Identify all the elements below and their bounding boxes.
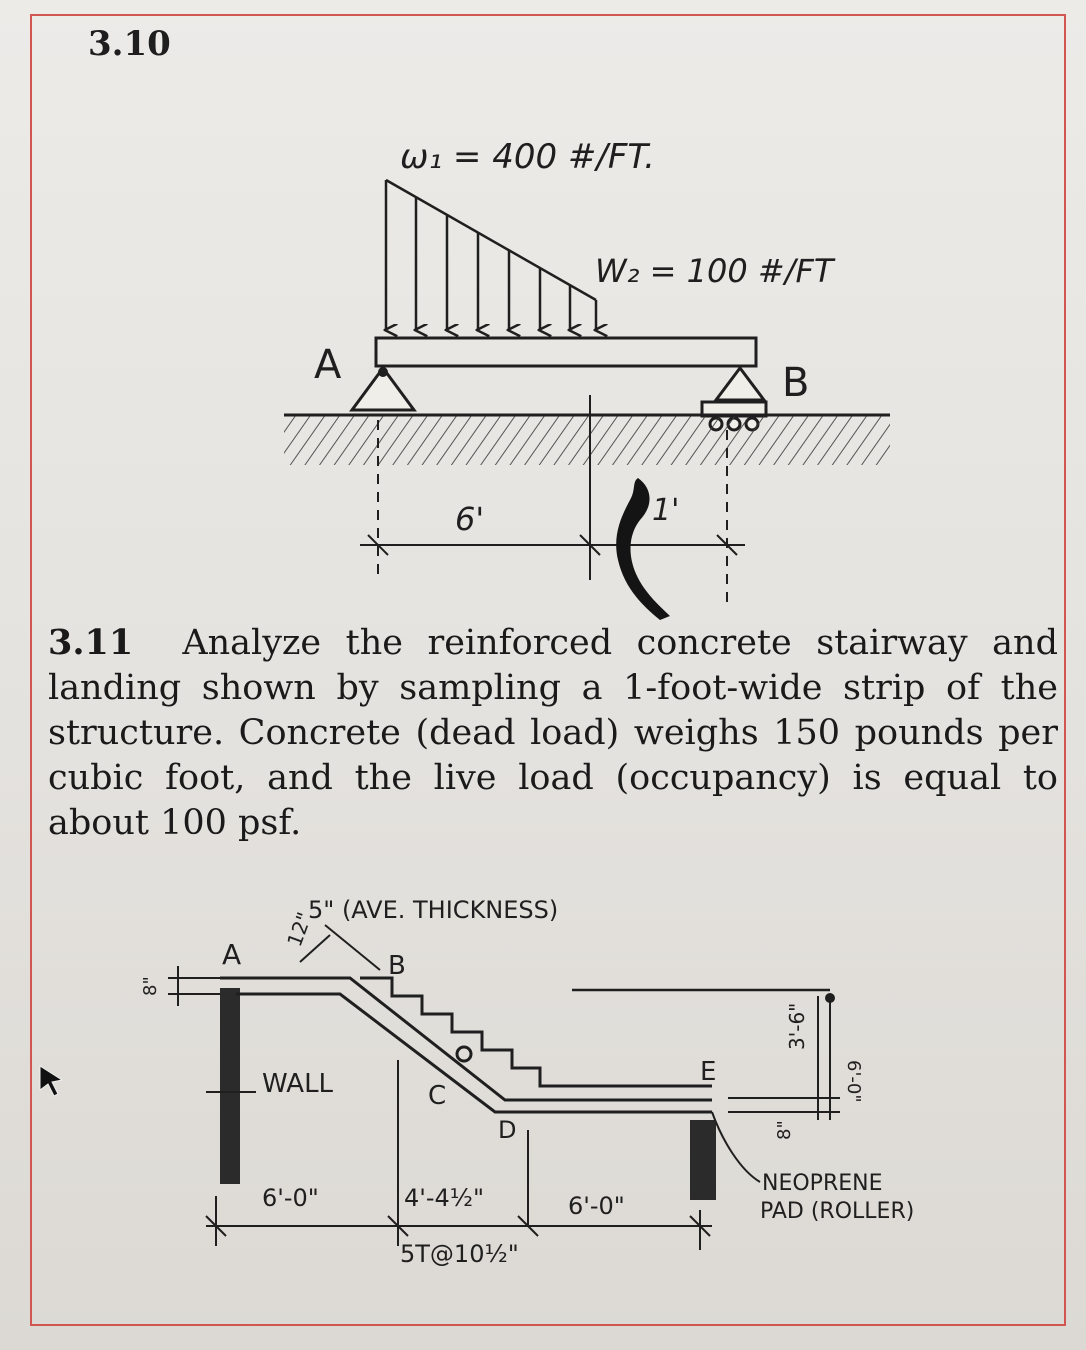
- dim-6-rev: 6'-0": [843, 1060, 864, 1103]
- ground-hatch: [284, 415, 890, 465]
- problem-border: [30, 14, 1066, 1326]
- dim-left: 6'-0": [262, 1184, 319, 1212]
- dim-8-right: 8": [774, 1120, 795, 1140]
- problem-3-11-text: 3.11 Analyze the reinforced concrete sta…: [48, 620, 1058, 846]
- problem-number-3-10: 3.10: [88, 24, 171, 64]
- label-c-311: C: [428, 1081, 446, 1111]
- support-pier: [690, 1120, 716, 1200]
- label-d-311: D: [498, 1116, 516, 1144]
- dim-right: 6'-0": [568, 1192, 625, 1220]
- right-dimensions: [728, 993, 840, 1120]
- w2-load-label: W₂ = 100 #/FT: [595, 252, 836, 290]
- pad-leader: [711, 1111, 761, 1183]
- neoprene-label-1: NEOPRENE: [762, 1171, 882, 1196]
- label-e-311: E: [700, 1057, 716, 1087]
- pin-support-a: [349, 365, 417, 412]
- thickness-leader: [324, 924, 381, 971]
- label-b-310: B: [782, 360, 809, 406]
- label-b-311: B: [388, 951, 406, 981]
- label-a-310: A: [314, 342, 342, 388]
- beam: [374, 336, 758, 368]
- wall-label: WALL: [262, 1069, 334, 1099]
- w1-load-label: ω₁ = 400 #/FT.: [400, 137, 655, 177]
- hinge-c: [455, 1045, 473, 1063]
- problem-statement: Analyze the reinforced concrete stairway…: [48, 623, 1058, 843]
- dim-mid: 4'-4½": [404, 1184, 484, 1212]
- wall: [220, 988, 240, 1184]
- dim-3-6: 3'-6": [785, 1003, 809, 1050]
- span-1-ft: 1': [652, 493, 679, 528]
- problem-number-3-11: 3.11: [48, 622, 134, 663]
- thickness-note: 5" (AVE. THICKNESS): [308, 896, 558, 924]
- distributed-load-arrows: [386, 178, 596, 330]
- thickness-tick: [299, 934, 331, 963]
- neoprene-label-2: PAD (ROLLER): [760, 1199, 914, 1224]
- bottom-dimensions: [205, 1060, 712, 1250]
- label-a-311: A: [222, 938, 241, 971]
- pen-mark: [616, 478, 670, 620]
- top-thickness-dim: [168, 966, 228, 1006]
- span-6-ft: 6': [455, 500, 484, 538]
- span-dimensions: [360, 395, 745, 605]
- dim-treads: 5T@10½": [400, 1240, 519, 1268]
- stair-slab: [220, 976, 712, 1114]
- dim-8-top: 8": [140, 976, 161, 996]
